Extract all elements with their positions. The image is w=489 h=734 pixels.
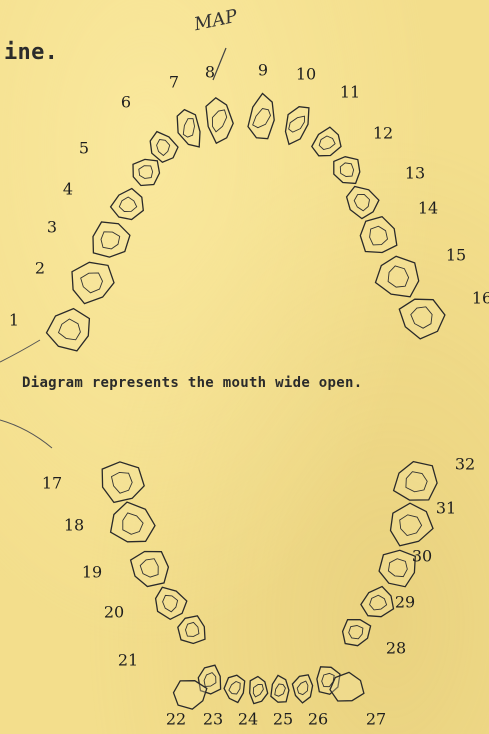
lower-tooth-number-22: 22 [166,710,186,729]
upper-tooth-4 [111,189,144,220]
upper-tooth-number-13: 13 [405,164,425,183]
lower-tooth-25 [271,675,289,702]
lower-tooth-number-20: 20 [104,603,124,622]
upper-tooth-number-16: 16 [472,289,489,308]
upper-tooth-number-8: 8 [205,63,215,82]
upper-tooth-number-6: 6 [121,93,131,112]
upper-tooth-3 [93,222,130,257]
lower-arch-teeth [102,462,437,709]
lower-tooth-number-29: 29 [395,593,415,612]
upper-tooth-11 [312,127,341,156]
upper-tooth-2 [72,262,114,303]
upper-tooth-number-12: 12 [373,124,393,143]
lower-tooth-number-25: 25 [273,710,293,729]
diagram-caption: Diagram represents the mouth wide open. [22,375,362,391]
lower-tooth-30 [379,550,415,586]
lower-tooth-number-17: 17 [42,474,62,493]
upper-tooth-7 [177,110,200,147]
lower-tooth-number-26: 26 [308,710,328,729]
upper-tooth-14 [360,217,397,253]
lower-tooth-26 [292,675,312,703]
lower-tooth-number-27: 27 [366,710,386,729]
upper-tooth-number-3: 3 [47,218,57,237]
upper-tooth-10 [286,107,309,145]
upper-tooth-number-1: 1 [9,311,19,330]
upper-tooth-16 [399,299,445,339]
lower-tooth-number-18: 18 [64,516,84,535]
lower-tooth-31 [391,503,434,546]
upper-tooth-6 [150,132,178,163]
upper-tooth-number-4: 4 [63,180,73,199]
lower-tooth-24 [250,677,268,704]
margin-line-upper [0,340,40,362]
upper-tooth-number-7: 7 [169,73,179,92]
upper-tooth-8 [206,98,233,143]
lower-tooth-18 [111,502,155,542]
upper-tooth-15 [376,256,419,297]
lower-tooth-19 [131,552,169,587]
lower-tooth-23 [224,675,245,702]
lower-tooth-21 [178,616,205,644]
lower-tooth-28 [343,620,371,646]
lower-tooth-17 [102,462,144,503]
lower-molar-outline [174,681,207,709]
lower-tooth-number-30: 30 [412,547,432,566]
upper-tooth-number-15: 15 [446,246,466,265]
upper-tooth-number-11: 11 [340,83,360,102]
upper-tooth-12 [334,157,360,184]
lower-tooth-number-19: 19 [82,563,102,582]
lower-tooth-number-31: 31 [436,499,456,518]
upper-tooth-number-5: 5 [79,139,89,158]
lower-tooth-number-28: 28 [386,639,406,658]
upper-tooth-13 [347,187,379,219]
lower-tooth-number-21: 21 [118,651,138,670]
lower-tooth-20 [156,587,187,619]
upper-tooth-number-10: 10 [296,65,316,84]
lower-tooth-number-32: 32 [455,455,475,474]
upper-tooth-number-14: 14 [418,199,438,218]
header-fragment: ine. [4,40,58,65]
upper-tooth-number-2: 2 [35,259,45,278]
lower-tooth-number-24: 24 [238,710,258,729]
lower-tooth-number-23: 23 [203,710,223,729]
margin-line-lower [0,420,52,448]
upper-tooth-number-9: 9 [258,61,268,80]
lower-tooth-29 [361,587,394,617]
upper-tooth-5 [133,159,160,185]
lower-tooth-32 [394,462,438,501]
upper-tooth-1 [47,309,90,351]
